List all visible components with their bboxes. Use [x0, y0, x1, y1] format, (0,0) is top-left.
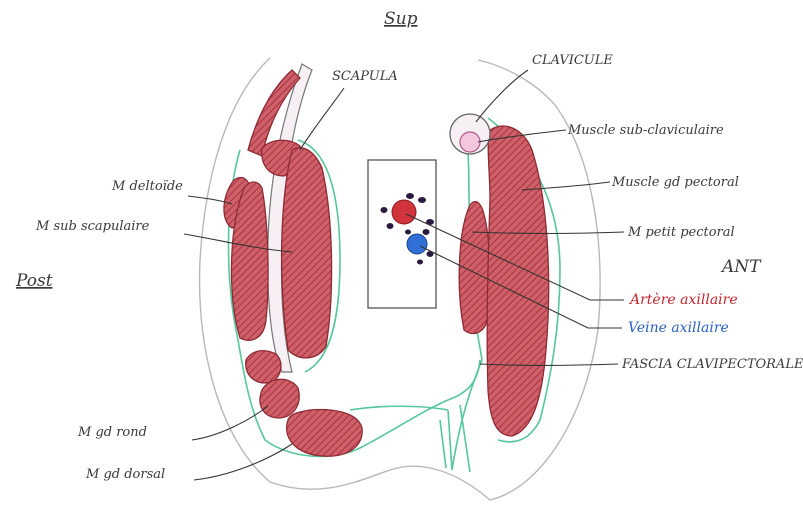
- muscle-gd-dorsal: [287, 410, 363, 457]
- label-muscle-sub-claviculaire: Muscle sub-claviculaire: [567, 123, 724, 138]
- label-scapula: SCAPULA: [332, 69, 398, 84]
- leader-gd-rond: [192, 406, 268, 440]
- muscle-sub-claviculaire-shape: [460, 132, 480, 152]
- label-m-deltoide: M deltoïde: [111, 179, 183, 194]
- label-ant: ANT: [720, 257, 762, 277]
- label-m-gd-rond: M gd rond: [77, 425, 147, 440]
- fascia-lower: [350, 405, 470, 472]
- label-m-gd-dorsal: M gd dorsal: [85, 467, 165, 482]
- muscle-gd-pectoral: [487, 126, 548, 436]
- label-artere-axillaire: Artère axillaire: [628, 292, 738, 308]
- label-post: Post: [15, 271, 53, 291]
- muscle-teres-minor: [246, 351, 281, 383]
- muscle-gd-rond: [260, 379, 299, 418]
- label-muscle-gd-pectoral: Muscle gd pectoral: [611, 175, 739, 190]
- muscle-infraspinous: [282, 148, 332, 358]
- vein-axillaire: [407, 234, 427, 254]
- leader-clavicule: [476, 70, 528, 122]
- label-m-petit-pectoral: M petit pectoral: [627, 225, 735, 240]
- leader-scapula: [300, 88, 344, 150]
- label-veine-axillaire: Veine axillaire: [628, 320, 729, 336]
- label-sup: Sup: [384, 9, 418, 29]
- artery-axillaire: [392, 200, 416, 224]
- label-fascia-clavipectorale: FASCIA CLAVIPECTORALE: [621, 357, 803, 372]
- leader-gd-dorsal: [194, 444, 292, 480]
- label-clavicule: CLAVICULE: [532, 53, 613, 68]
- label-m-sub-scapulaire: M sub scapulaire: [35, 219, 150, 234]
